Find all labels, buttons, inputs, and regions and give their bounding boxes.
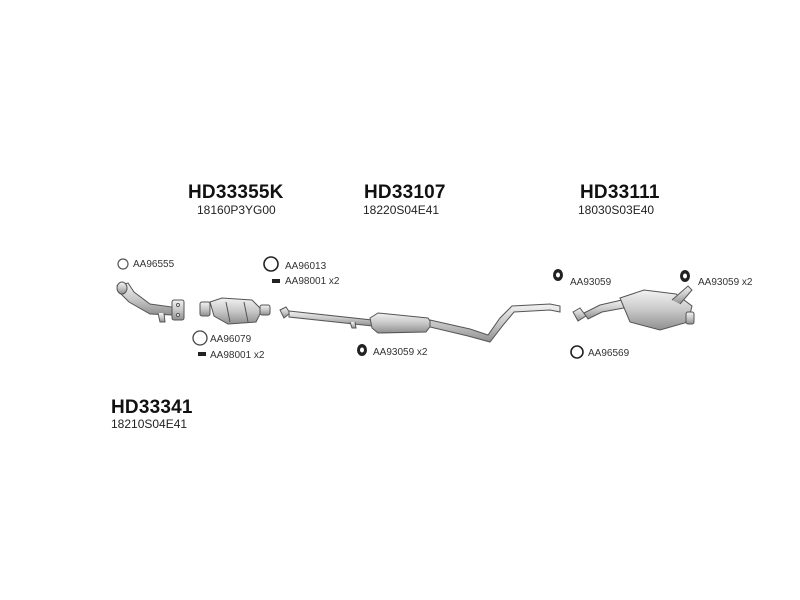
- accessory-label-aa98001-top: AA98001 x2: [285, 276, 340, 287]
- oem-number-hd33355k: 18160P3YG00: [197, 203, 276, 217]
- part-code-hd33355k: HD33355K: [188, 182, 284, 203]
- part-code-hd33341: HD33341: [111, 397, 193, 418]
- middle-pipe-hd33107: [279, 303, 561, 343]
- clamp-bar-icon: [198, 352, 206, 356]
- ring-gasket-icon: [263, 256, 279, 272]
- front-pipe-hd33341: [116, 281, 185, 323]
- part-code-hd33107: HD33107: [364, 182, 446, 203]
- part-code-hd33111: HD33111: [580, 182, 660, 203]
- accessory-label-aa93059-rear-right: AA93059 x2: [698, 277, 753, 288]
- oem-number-hd33341: 18210S04E41: [111, 417, 188, 431]
- rubber-hanger-icon: [357, 344, 367, 356]
- oem-number-hd33107: 18220S04E41: [363, 203, 440, 217]
- rear-muffler-hd33111: [572, 285, 695, 331]
- ring-gasket-icon: [570, 345, 584, 359]
- accessory-label-aa96569: AA96569: [588, 348, 630, 359]
- clamp-bar-icon: [272, 279, 280, 283]
- rubber-hanger-icon: [680, 270, 690, 282]
- accessory-label-aa96555: AA96555: [133, 259, 175, 270]
- rubber-hanger-icon: [553, 269, 563, 281]
- ring-gasket-icon: [192, 330, 208, 346]
- accessory-label-aa93059-middle: AA93059 x2: [373, 347, 428, 358]
- accessory-label-aa96079: AA96079: [210, 334, 252, 345]
- accessory-label-aa98001-bottom: AA98001 x2: [210, 350, 265, 361]
- catalytic-converter-hd33355k: [199, 297, 271, 325]
- oem-number-hd33111: 18030S03E40: [578, 203, 655, 217]
- ring-gasket-icon: [117, 258, 129, 270]
- accessory-label-aa93059-rear-left: AA93059: [570, 277, 612, 288]
- accessory-label-aa96013: AA96013: [285, 261, 327, 272]
